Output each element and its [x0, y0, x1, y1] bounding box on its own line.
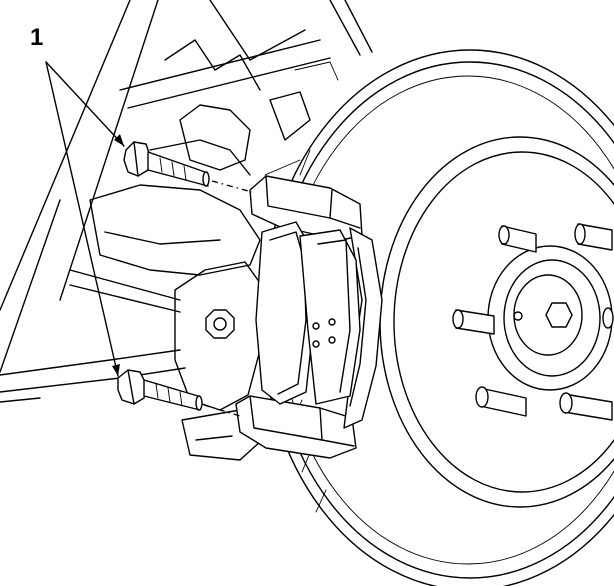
wheel-stud: [574, 223, 613, 251]
wheel-hub: [487, 245, 613, 391]
brake-pads: [255, 221, 361, 405]
wheel-stud: [475, 386, 527, 417]
wheel-stud: [559, 392, 613, 421]
knuckle-nut: [205, 309, 235, 339]
wheel-stud: [498, 225, 537, 253]
lower-caliper-guide-pin-bolt: [117, 369, 241, 417]
brake-caliper-bracket: [235, 175, 383, 459]
callout-number: 1: [30, 24, 44, 51]
wheel-stud: [452, 309, 495, 335]
upper-caliper-guide-pin-bolt: [123, 141, 253, 193]
callout-leaders: [45, 61, 125, 377]
wheel-stud: [602, 307, 614, 329]
wheel-studs: [452, 223, 614, 421]
